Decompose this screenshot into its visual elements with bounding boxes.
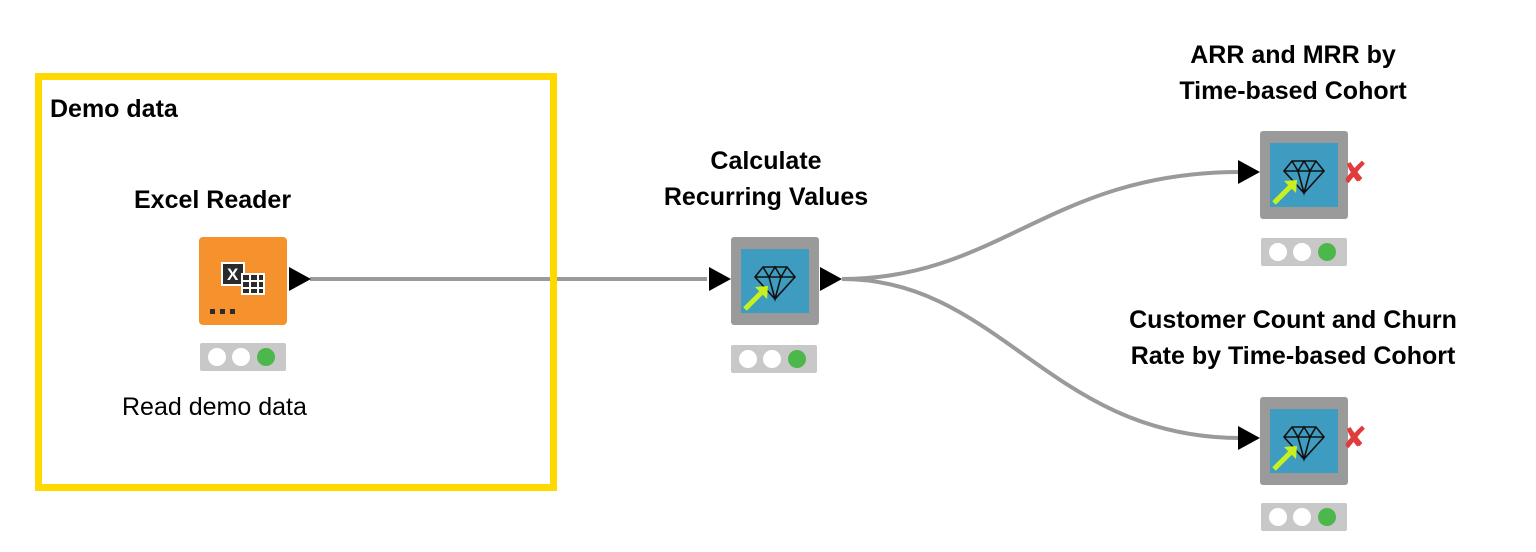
customer-node[interactable] bbox=[1260, 397, 1348, 485]
customer-title: Customer Count and Churn Rate by Time-ba… bbox=[1080, 302, 1506, 374]
excel-reader-description: Read demo data bbox=[122, 393, 307, 421]
status-light-yellow bbox=[232, 348, 250, 366]
shortcut-arrow-icon bbox=[743, 286, 768, 311]
arr-inactive-port-cross-icon[interactable]: ✘ bbox=[1342, 157, 1368, 190]
component-body bbox=[741, 249, 809, 313]
calc-output-port[interactable] bbox=[820, 267, 842, 291]
shortcut-arrow-icon bbox=[1272, 446, 1297, 471]
status-light-yellow bbox=[1293, 243, 1311, 261]
annotation-box[interactable]: Demo data bbox=[35, 73, 557, 491]
component-body bbox=[1270, 409, 1338, 473]
calc-title-line2: Recurring Values bbox=[663, 183, 869, 211]
excel-reader-output-port[interactable] bbox=[289, 267, 311, 291]
calc-title: Calculate Recurring Values bbox=[636, 143, 896, 215]
excel-icon: X bbox=[210, 262, 265, 314]
status-light-green bbox=[1318, 508, 1336, 526]
status-light-green bbox=[1318, 243, 1336, 261]
diamond-icon bbox=[1282, 425, 1326, 463]
status-light-red bbox=[739, 350, 757, 368]
status-light-red bbox=[208, 348, 226, 366]
calc-node[interactable] bbox=[731, 237, 819, 325]
customer-title-line2: Rate by Time-based Cohort bbox=[1130, 342, 1456, 370]
status-light-yellow bbox=[1293, 508, 1311, 526]
excel-reader-status bbox=[200, 343, 286, 371]
annotation-title: Demo data bbox=[50, 95, 178, 123]
connection-calc-to-arr[interactable] bbox=[841, 170, 1241, 281]
excel-reader-title: Excel Reader bbox=[134, 186, 292, 214]
arr-input-port[interactable] bbox=[1238, 160, 1260, 184]
customer-title-line1: Customer Count and Churn bbox=[1129, 306, 1457, 334]
customer-input-port[interactable] bbox=[1238, 426, 1260, 450]
status-light-green bbox=[257, 348, 275, 366]
arr-title: ARR and MRR by Time-based Cohort bbox=[1148, 37, 1438, 109]
component-body bbox=[1270, 143, 1338, 207]
status-light-red bbox=[1269, 243, 1287, 261]
arr-title-line1: ARR and MRR by bbox=[1190, 41, 1396, 69]
customer-inactive-port-cross-icon[interactable]: ✘ bbox=[1342, 422, 1368, 455]
status-light-yellow bbox=[763, 350, 781, 368]
status-light-green bbox=[788, 350, 806, 368]
status-light-red bbox=[1269, 508, 1287, 526]
arr-node[interactable] bbox=[1260, 131, 1348, 219]
customer-status bbox=[1261, 503, 1347, 531]
arr-title-line2: Time-based Cohort bbox=[1179, 77, 1407, 105]
svg-text:X: X bbox=[227, 265, 239, 284]
shortcut-arrow-icon bbox=[1272, 180, 1297, 205]
calc-status bbox=[731, 345, 817, 373]
calc-title-line1: Calculate bbox=[710, 147, 822, 175]
diamond-icon bbox=[753, 265, 797, 303]
diamond-icon bbox=[1282, 159, 1326, 197]
connection-calc-to-customer[interactable] bbox=[841, 277, 1241, 440]
arr-status bbox=[1261, 238, 1347, 266]
excel-reader-node[interactable]: X bbox=[199, 237, 287, 325]
calc-input-port[interactable] bbox=[709, 267, 731, 291]
